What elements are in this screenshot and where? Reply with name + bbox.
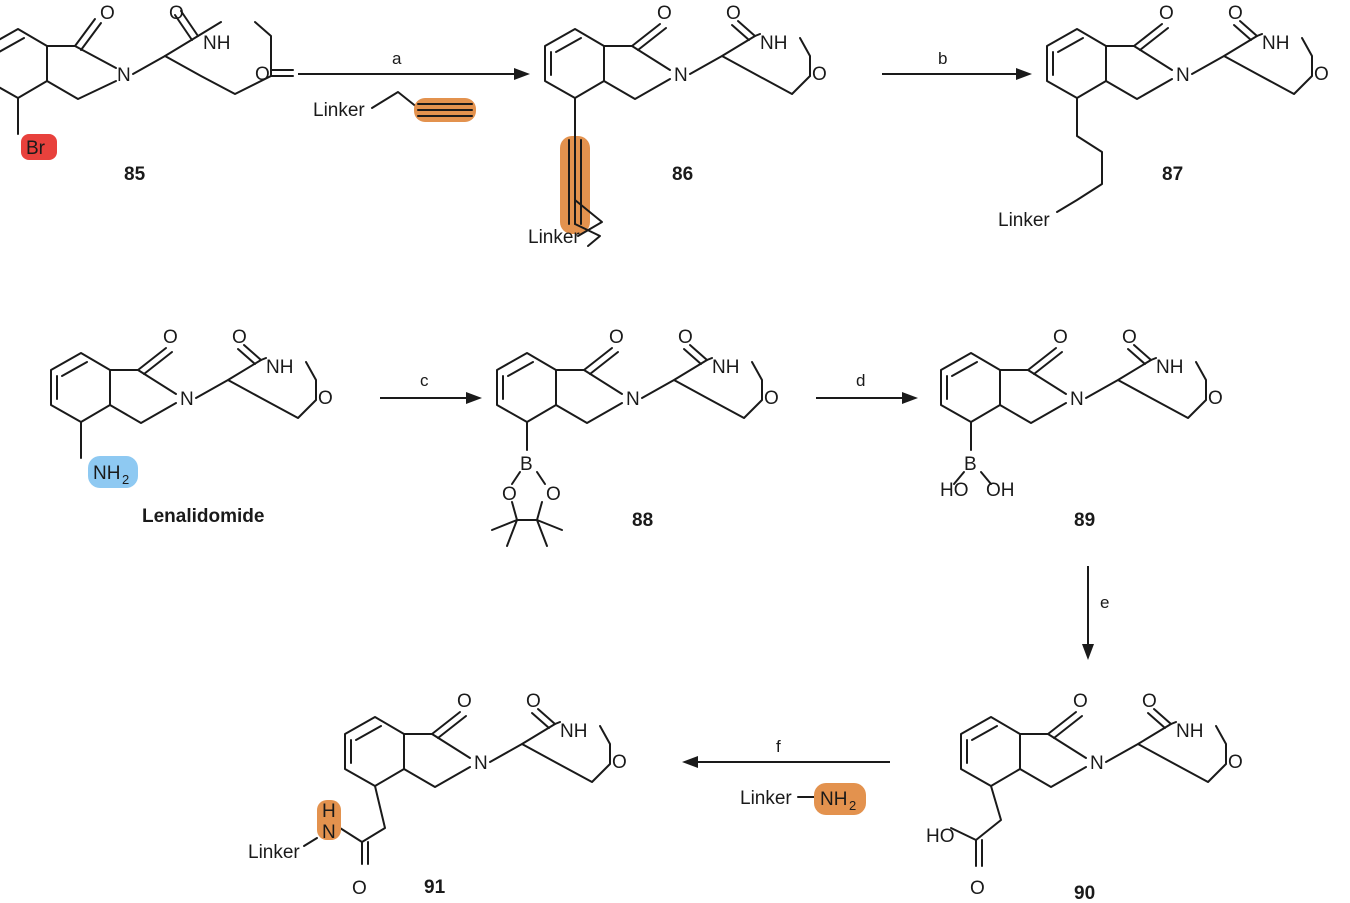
amine-highlight: [88, 456, 138, 488]
compound-label-91: 91: [424, 877, 446, 898]
compound-label-89: 89: [1074, 510, 1095, 531]
atom-n: N: [117, 65, 131, 86]
compound-90: O N O NH O: [950, 691, 1243, 867]
atom-b: B: [520, 454, 533, 475]
atom-nh: NH: [760, 33, 787, 54]
compound-label-85: 85: [124, 164, 146, 185]
atom-o: O: [526, 691, 541, 712]
atom-o: O: [255, 64, 270, 85]
linker-text: Linker: [998, 210, 1050, 231]
atom-o: O: [1073, 691, 1088, 712]
atom-o: O: [1208, 388, 1223, 409]
atom-o: O: [1314, 64, 1329, 85]
atom-n: N: [1090, 753, 1104, 774]
atom-n: N: [1070, 389, 1084, 410]
atom-nh2-subscript: 2: [849, 798, 856, 813]
atom-n: N: [674, 65, 688, 86]
atom-nh: NH: [203, 33, 230, 54]
atom-o: O: [352, 878, 367, 899]
atom-o: O: [812, 64, 827, 85]
atom-o: O: [163, 327, 178, 348]
atom-o: O: [657, 3, 672, 24]
atom-nh: NH: [1262, 33, 1289, 54]
step-label-a: a: [392, 49, 402, 68]
reaction-arrow-a: a Linker: [298, 49, 530, 122]
linker-text: Linker: [248, 842, 300, 863]
atom-n: N: [322, 822, 336, 843]
compound-label-87: 87: [1162, 164, 1183, 185]
atom-nh2-subscript: 2: [122, 472, 129, 487]
atom-n: N: [474, 753, 488, 774]
atom-n: N: [1176, 65, 1190, 86]
compound-label-lenalidomide: Lenalidomide: [142, 506, 264, 527]
atom-nh: NH: [1176, 721, 1203, 742]
reaction-arrow-d: d: [816, 371, 918, 404]
atom-nh: NH: [712, 357, 739, 378]
compound-87: O N O NH O: [1046, 3, 1329, 213]
atom-oh: OH: [986, 480, 1015, 501]
compound-label-90: 90: [1074, 883, 1095, 903]
linker-text: Linker: [740, 788, 792, 809]
atom-nh: NH: [1156, 357, 1183, 378]
atom-br: Br: [26, 138, 46, 159]
reaction-arrow-b: b: [882, 49, 1032, 80]
atom-nh: NH: [266, 357, 293, 378]
atom-n: N: [180, 389, 194, 410]
compound-91: O N O NH O: [339, 691, 627, 865]
linker-text: Linker: [528, 227, 580, 248]
atom-o: O: [100, 3, 115, 24]
atom-o: O: [612, 752, 627, 773]
atom-ho: HO: [926, 826, 955, 847]
atom-o: O: [1228, 3, 1243, 24]
atom-o: O: [232, 327, 247, 348]
compound-label-88: 88: [632, 510, 653, 531]
atom-o: O: [1228, 752, 1243, 773]
compound-88: O N O NH O B O O: [491, 327, 779, 547]
atom-o: O: [970, 878, 985, 899]
compound-86: O N O NH O: [544, 3, 827, 247]
atom-o: O: [169, 3, 184, 24]
atom-o: O: [457, 691, 472, 712]
step-label-f: f: [776, 737, 781, 756]
atom-ho: HO: [940, 480, 969, 501]
atom-nh2: NH: [820, 789, 847, 810]
reaction-arrow-c: c: [380, 371, 482, 404]
atom-o: O: [678, 327, 693, 348]
atom-o: O: [546, 484, 561, 505]
atom-o: O: [1122, 327, 1137, 348]
atom-o: O: [502, 484, 517, 505]
amine-highlight: [814, 783, 866, 815]
compound-89: O N O NH O B HO OH: [940, 327, 1223, 501]
linker-text: Linker: [313, 100, 365, 121]
atom-nh: NH: [560, 721, 587, 742]
step-label-d: d: [856, 371, 865, 390]
atom-o: O: [764, 388, 779, 409]
step-label-b: b: [938, 49, 947, 68]
atom-o: O: [318, 388, 333, 409]
amide-highlight: [317, 800, 341, 840]
atom-o: O: [1053, 327, 1068, 348]
atom-h: H: [322, 801, 336, 822]
atom-nh2: NH: [93, 463, 120, 484]
atom-o: O: [1159, 3, 1174, 24]
compound-label-86: 86: [672, 164, 693, 185]
atom-o: O: [726, 3, 741, 24]
bromine-highlight: [21, 134, 57, 160]
reaction-arrow-f: f Linker NH 2: [682, 737, 890, 815]
atom-o: O: [609, 327, 624, 348]
atom-b: B: [964, 454, 977, 475]
reaction-arrow-e: e: [1082, 566, 1109, 660]
atom-n: N: [626, 389, 640, 410]
compound-lenalidomide: O N O NH O NH 2: [50, 327, 333, 488]
step-label-c: c: [420, 371, 429, 390]
atom-o: O: [1142, 691, 1157, 712]
step-label-e: e: [1100, 593, 1109, 612]
compound-85: O N O NH O Br: [0, 3, 294, 160]
